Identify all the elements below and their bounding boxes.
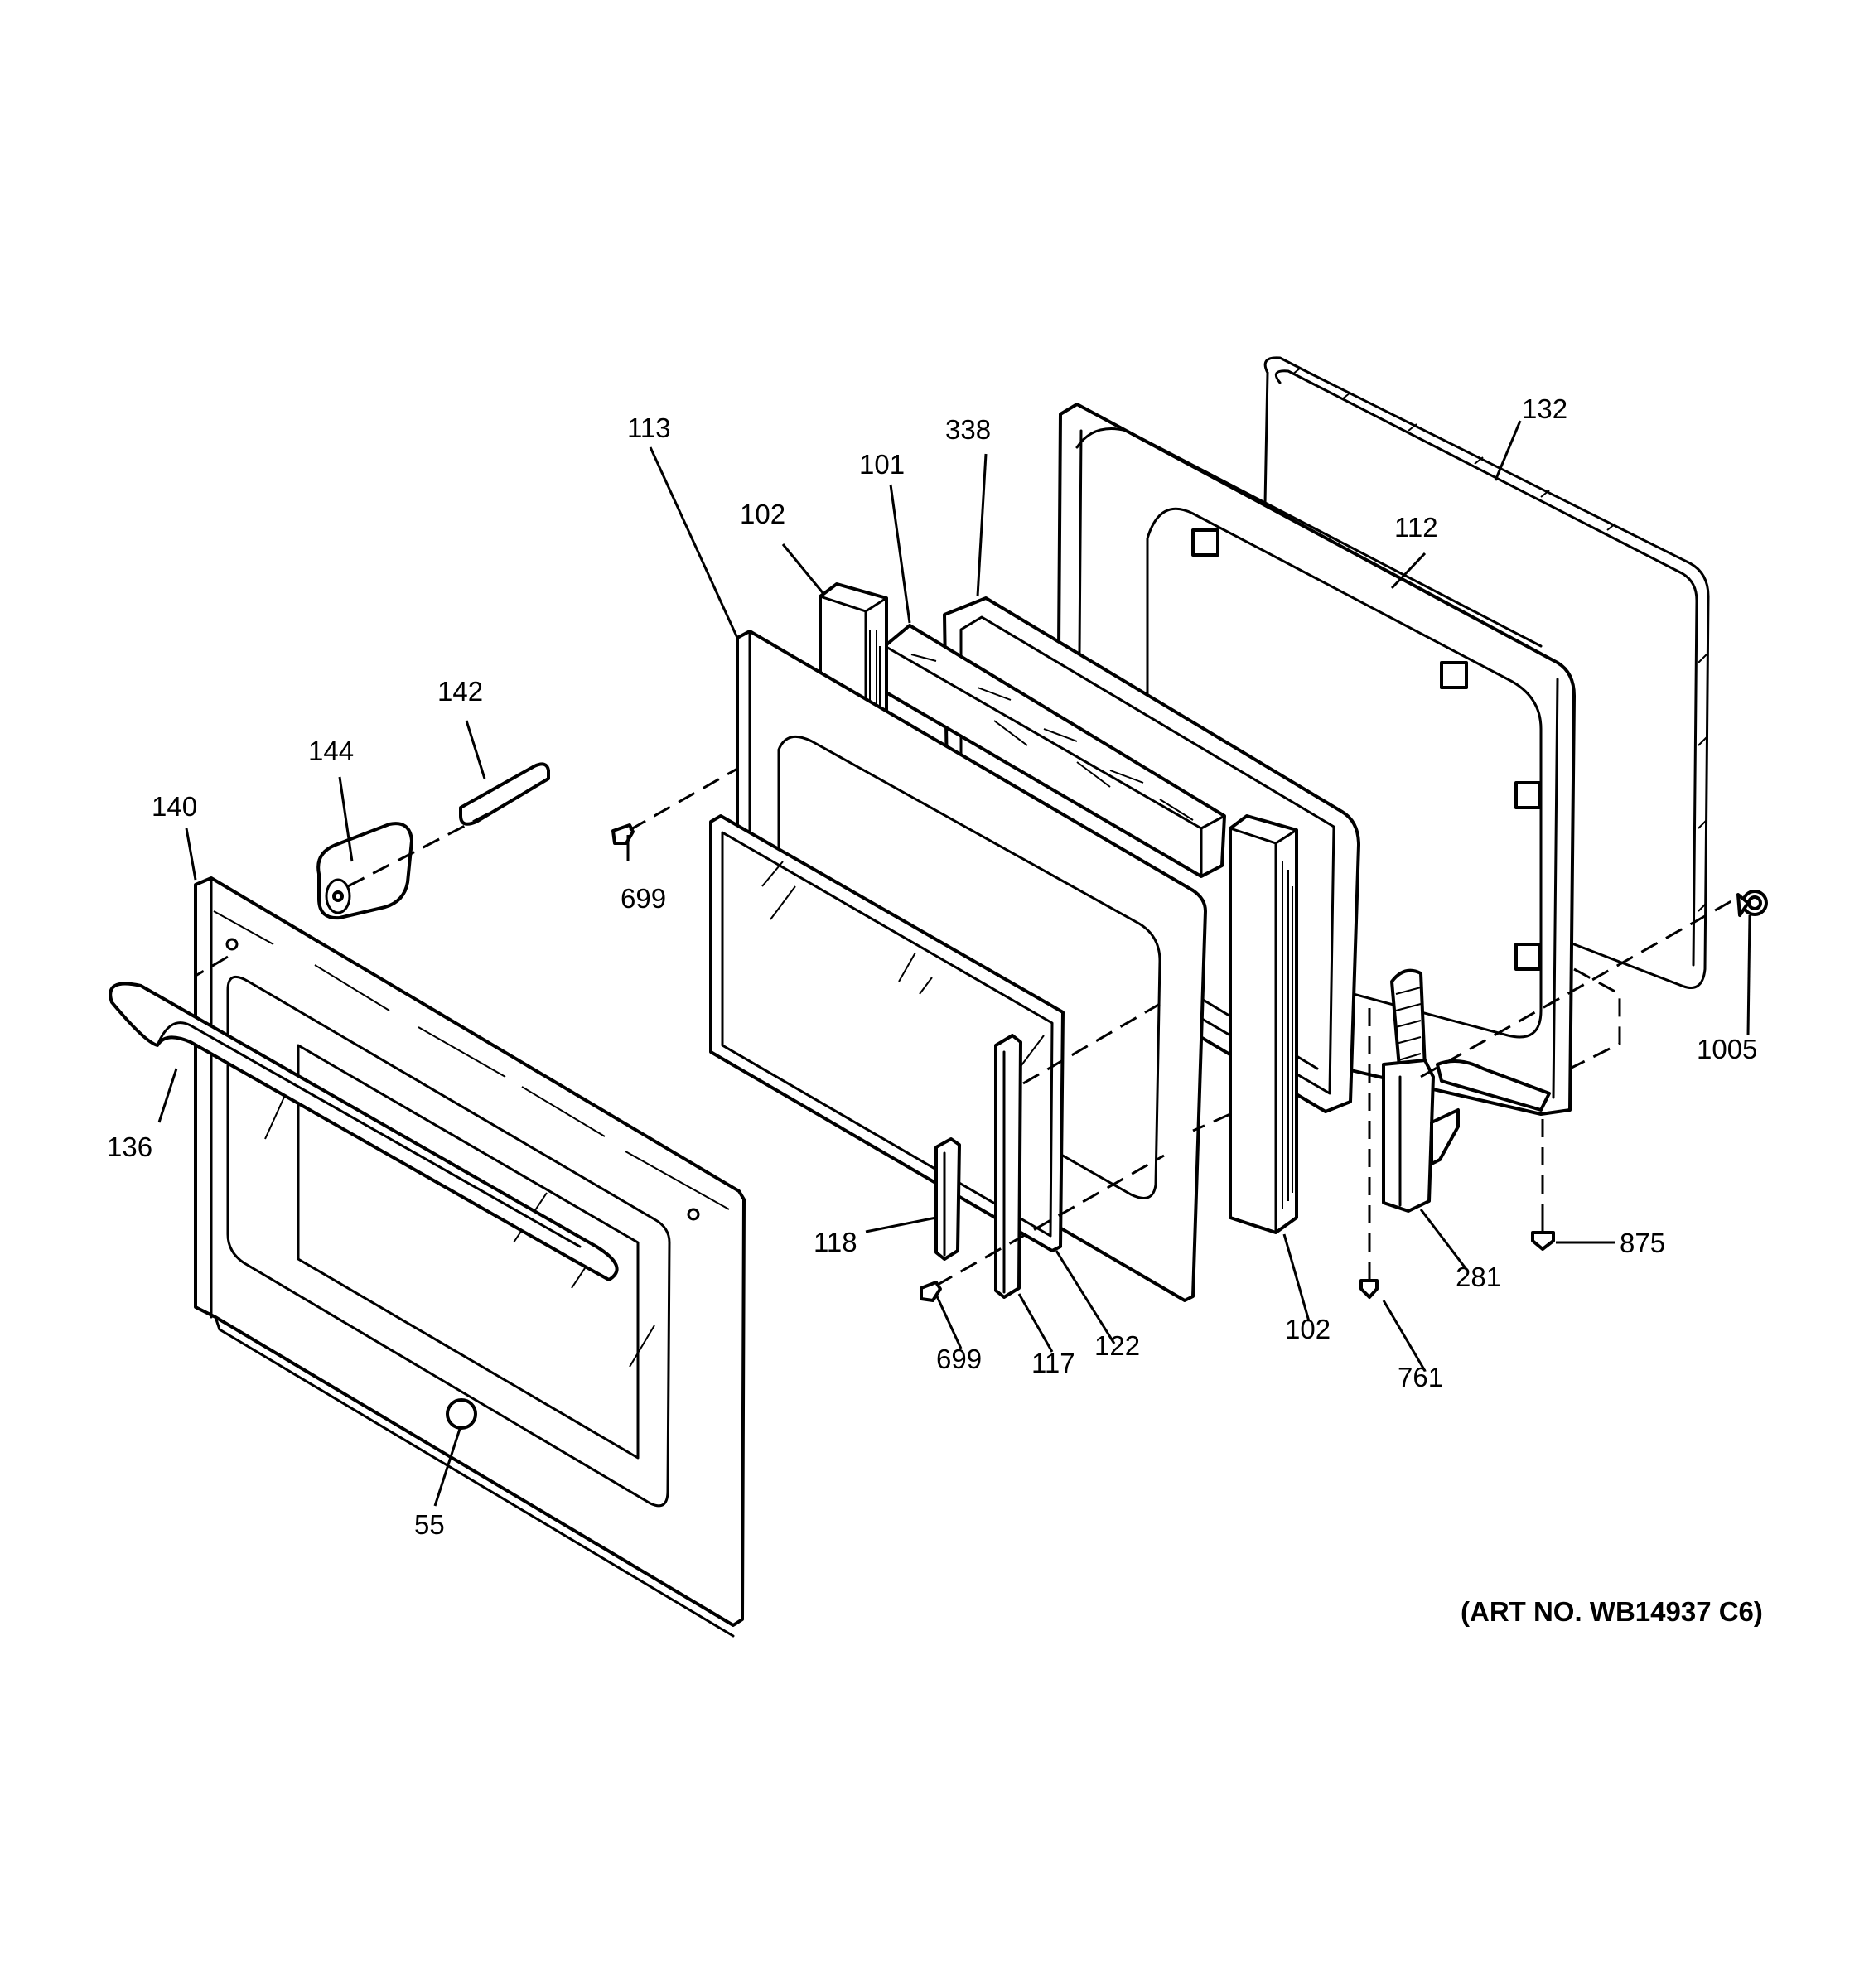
- callout-117: 117: [1031, 1348, 1075, 1378]
- assembly-lines: [195, 767, 1736, 1287]
- part-875-screw: [1531, 1220, 1555, 1251]
- part-118-glass-bracket: [934, 1137, 961, 1261]
- art-number: (ART NO. WB14937 C6): [1461, 1596, 1763, 1627]
- part-1005-shoulder-screw: [1736, 890, 1768, 917]
- callout-338: 338: [945, 414, 991, 445]
- callout-112: 112: [1394, 512, 1438, 543]
- callout-761: 761: [1398, 1362, 1443, 1392]
- callout-281: 281: [1456, 1262, 1501, 1292]
- callout-142: 142: [437, 676, 483, 707]
- part-122-inner-glass: [709, 814, 1065, 1252]
- callout-113: 113: [627, 413, 671, 443]
- leader-lines: [157, 420, 1751, 1507]
- part-699-screw-top: [611, 823, 635, 845]
- part-140-outer-door-panel: [194, 876, 746, 1638]
- callout-144: 144: [308, 736, 354, 766]
- callout-136: 136: [107, 1132, 152, 1162]
- callout-140: 140: [152, 791, 197, 822]
- callout-102-top: 102: [740, 499, 785, 529]
- part-142-handle-pin: [459, 762, 550, 826]
- callout-1005: 1005: [1697, 1034, 1757, 1064]
- part-144-handle-spacer: [316, 822, 413, 920]
- part-102-insulation-post-right: [1229, 814, 1298, 1234]
- part-117-glass-bracket: [994, 1034, 1022, 1299]
- part-136-door-handle: [109, 982, 619, 1281]
- part-761-screw: [1359, 1279, 1379, 1299]
- callout-55: 55: [414, 1509, 445, 1540]
- callout-132: 132: [1522, 393, 1567, 424]
- callout-699-top: 699: [621, 883, 666, 914]
- ge-logo-icon: [446, 1398, 477, 1430]
- callout-875: 875: [1620, 1228, 1665, 1258]
- callout-101: 101: [859, 449, 905, 480]
- callout-699-bottom: 699: [936, 1344, 982, 1374]
- callout-102-bottom: 102: [1285, 1314, 1331, 1344]
- part-699-screw-bottom: [920, 1281, 942, 1302]
- callout-122: 122: [1094, 1330, 1140, 1361]
- callout-labels: 113 102 101 338 132 112 142 144 140 699 …: [107, 393, 1757, 1540]
- callout-118: 118: [814, 1227, 857, 1257]
- part-281-door-hinge: [1382, 968, 1460, 1213]
